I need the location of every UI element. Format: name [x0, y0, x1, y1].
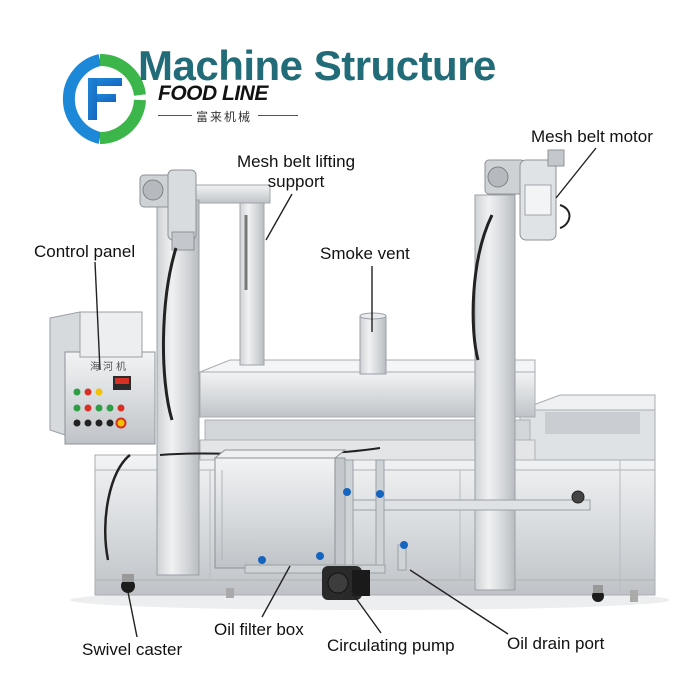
brand-divider-right — [258, 115, 298, 116]
label-swivel-caster: Swivel caster — [82, 640, 183, 659]
casters — [121, 574, 638, 602]
page-title: Machine Structure — [138, 42, 496, 89]
circulating-pump-unit — [322, 566, 370, 600]
leader-lines — [94, 147, 597, 638]
brand-divider-left — [158, 115, 192, 116]
label-circulating-pump: Circulating pump — [327, 636, 455, 655]
oil-piping — [244, 459, 591, 574]
label-oil-filter-box: Oil filter box — [214, 620, 304, 639]
leader-mesh-belt-motor — [555, 147, 597, 199]
leader-swivel-caster — [127, 591, 138, 638]
valves — [258, 488, 408, 564]
leader-control-panel — [94, 261, 101, 371]
leader-circulating-pump — [349, 589, 382, 634]
leader-oil-filter-box — [261, 565, 291, 618]
label-lifting-support-line1: Mesh belt lifting — [236, 152, 356, 171]
control-panel-chinese-label: 海河机 — [90, 362, 129, 373]
label-smoke-vent: Smoke vent — [320, 244, 410, 263]
control-panel-box — [49, 311, 156, 445]
label-oil-drain-port: Oil drain port — [507, 634, 605, 653]
label-control-panel: Control panel — [34, 242, 136, 261]
oil-filter-box-unit — [213, 449, 347, 569]
label-mesh-belt-lifting-support: Mesh belt lifting support — [226, 152, 366, 192]
leader-lifting-support — [265, 193, 293, 241]
label-mesh-belt-motor: Mesh belt motor — [531, 127, 653, 146]
brand-chinese-name: 富来机械 — [196, 110, 253, 124]
leader-oil-drain-port — [409, 569, 509, 635]
cable — [161, 247, 178, 421]
label-lifting-support-line2: support — [267, 172, 325, 191]
left-column — [139, 169, 200, 576]
brand-name: FOOD LINE — [158, 82, 268, 105]
food-line-logo-icon — [62, 53, 146, 145]
right-column — [471, 149, 571, 591]
smoke-vent-pipe — [359, 312, 387, 375]
